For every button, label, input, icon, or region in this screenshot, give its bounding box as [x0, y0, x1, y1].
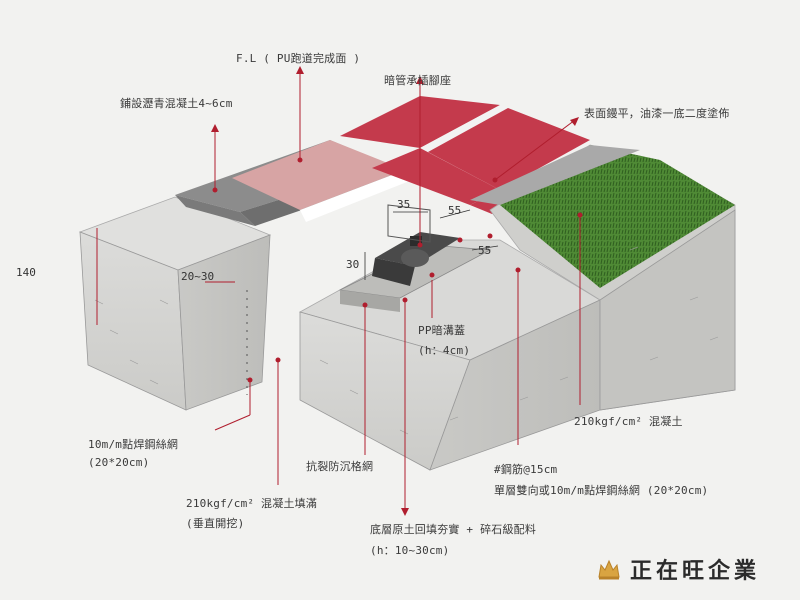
label-concrete-right: 210kgf/cm² 混凝土 [574, 415, 683, 428]
label-finish: 表面鏝平，油漆一底二度塗佈 [584, 107, 730, 120]
label-socket: 暗管承插腳座 [384, 74, 452, 87]
label-mesh-left: 10m/m點焊鋼絲網 [88, 438, 179, 451]
label-rebar: #鋼筋@15cm [494, 463, 558, 476]
label-concrete-fill: 210kgf/cm² 混凝土填滿 [186, 497, 318, 510]
label-rebar-mesh: 單層雙向或10m/m點焊鋼絲網 (20*20cm) [494, 484, 709, 497]
leader-dots [212, 157, 583, 383]
dim-55-side: 55 [478, 244, 492, 257]
arrow-heads [211, 66, 579, 516]
leader-lines [96, 70, 581, 512]
crown-icon [598, 559, 620, 580]
dim-20-30: 20~30 [181, 270, 215, 283]
label-base-layer: 底層原土回填夯實 + 碎石級配料 [370, 523, 537, 536]
label-pp-cover-height: (h：4cm) [418, 344, 471, 357]
surface-hatching [94, 246, 719, 435]
dim-35: 35 [397, 198, 411, 211]
dimension-lines [364, 209, 499, 280]
left-concrete-block [78, 196, 272, 411]
label-fl-surface: F.L ( PU跑道完成面 ) [236, 52, 361, 65]
pp-drain-channel [338, 204, 492, 312]
pu-track-surface [232, 140, 412, 222]
label-mesh-left-size: (20*20cm) [88, 456, 150, 469]
brand-name: 正在旺企業 [630, 558, 761, 584]
brand-logo: 正在旺企業 [596, 553, 760, 585]
label-asphalt: 鋪設瀝青混凝土4~6cm [120, 97, 233, 110]
dim-140: 140 [16, 266, 36, 279]
label-anticrack: 抗裂防沉格網 [306, 460, 374, 473]
dim-30: 30 [346, 258, 360, 271]
label-pp-cover: PP暗溝蓋 [418, 324, 466, 337]
grass-area [470, 145, 735, 288]
label-vertical-dig: (垂直開挖) [186, 517, 245, 530]
label-base-height: (h：10~30cm) [370, 544, 450, 557]
dim-55-top: 55 [448, 204, 462, 217]
